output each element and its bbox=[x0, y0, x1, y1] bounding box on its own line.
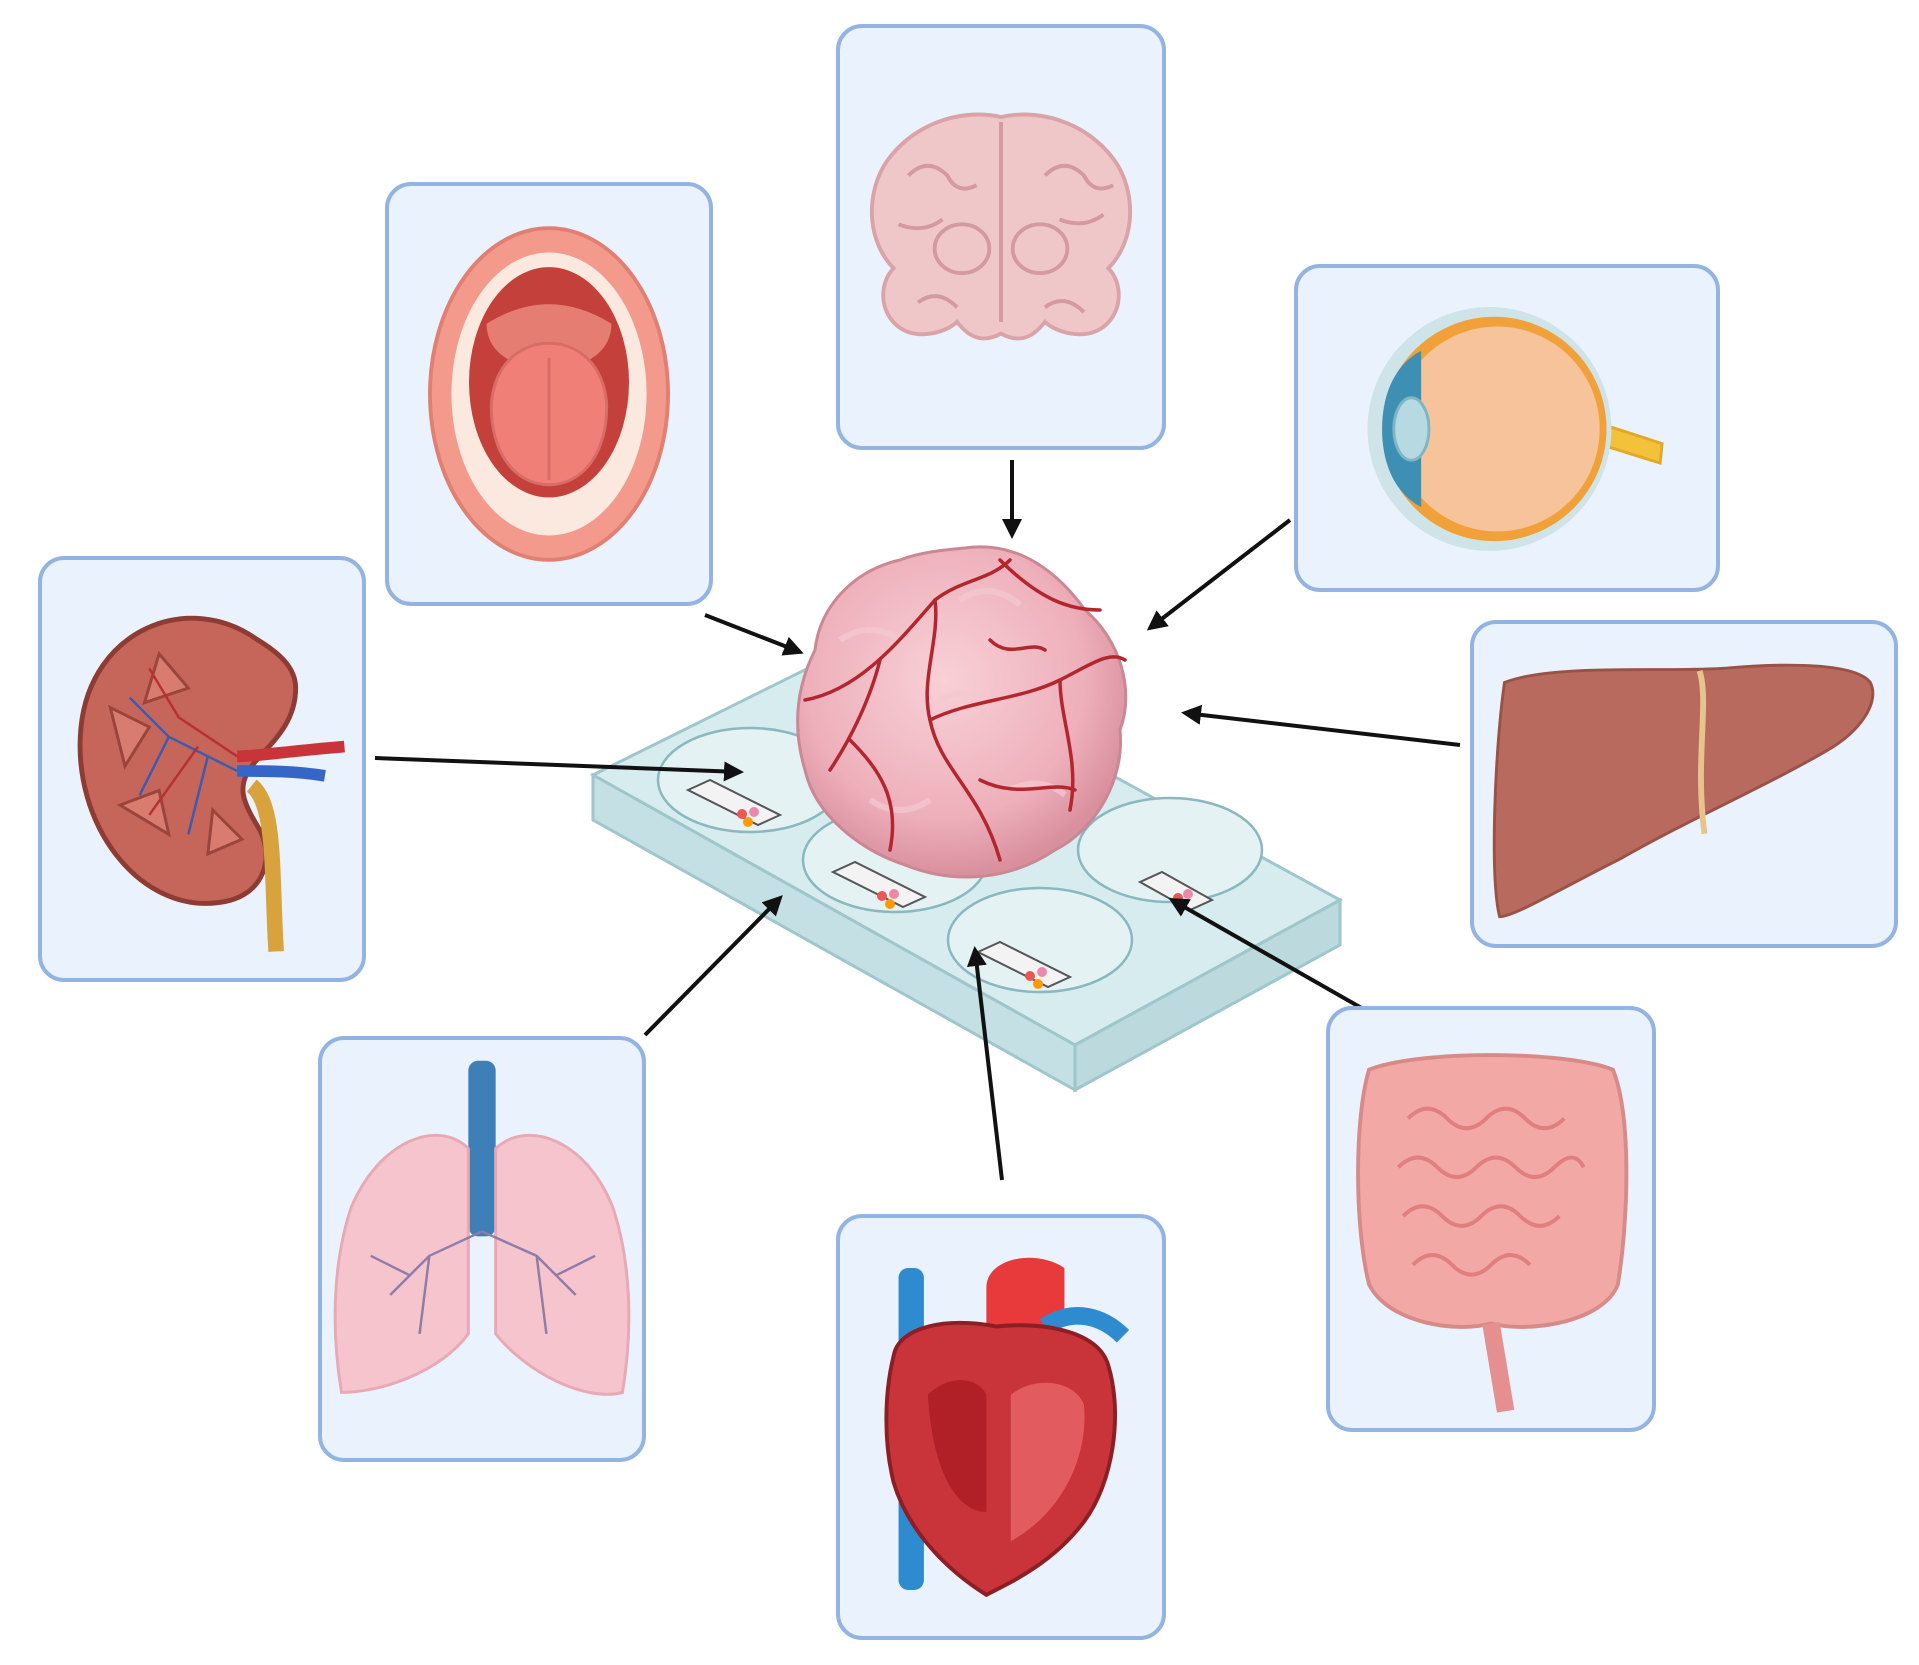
sample-slide bbox=[685, 778, 783, 827]
arrow-kidney bbox=[374, 756, 744, 782]
eye-card bbox=[1294, 264, 1720, 592]
sample-slide bbox=[975, 940, 1073, 989]
intestine-icon bbox=[1356, 1053, 1629, 1413]
heart-card bbox=[836, 1214, 1166, 1640]
kidney-icon bbox=[77, 615, 345, 952]
sample-slide bbox=[830, 860, 928, 909]
mouth-icon bbox=[428, 226, 670, 562]
arrow-heart bbox=[966, 946, 1004, 1181]
well bbox=[946, 886, 1134, 994]
kidney-card bbox=[38, 556, 366, 982]
lungs-icon bbox=[333, 1060, 631, 1396]
arrow-eye bbox=[1146, 518, 1292, 631]
arrow-liver bbox=[1181, 704, 1461, 747]
heart-icon bbox=[884, 1257, 1130, 1598]
mouth-card bbox=[385, 182, 713, 606]
brain-icon bbox=[870, 112, 1132, 341]
arrow-lungs bbox=[643, 895, 783, 1037]
eye-icon bbox=[1367, 307, 1664, 551]
liver-icon bbox=[1492, 663, 1875, 919]
arrow-intestine bbox=[1168, 898, 1366, 1012]
intestine-card bbox=[1326, 1006, 1656, 1432]
arrows bbox=[374, 460, 1461, 1181]
arrow-mouth bbox=[704, 613, 804, 656]
organoid bbox=[796, 545, 1128, 879]
liver-card bbox=[1470, 620, 1898, 948]
brain-card bbox=[836, 24, 1166, 450]
lungs-card bbox=[318, 1036, 646, 1462]
